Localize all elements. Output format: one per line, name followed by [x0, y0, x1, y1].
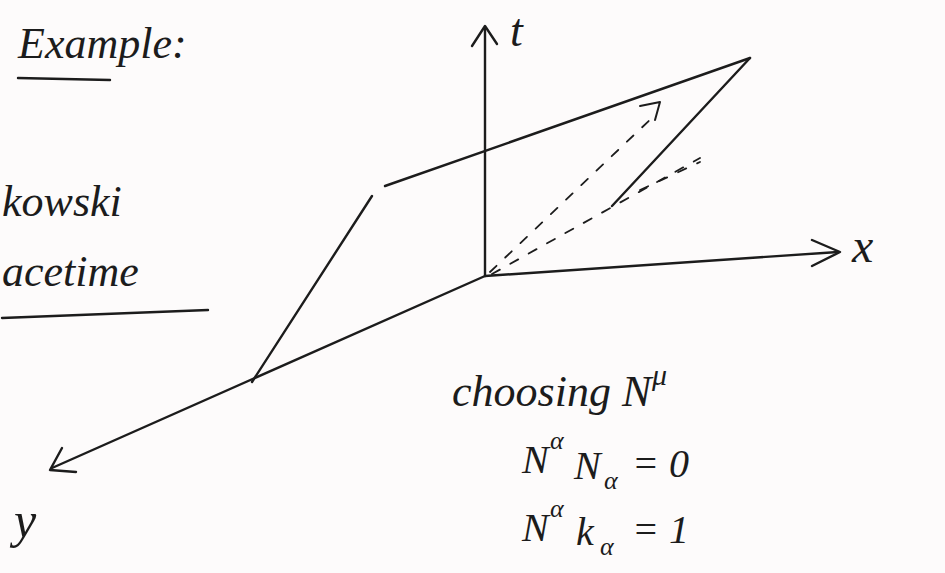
dashed-line: [492, 158, 700, 274]
plane-edge: [385, 58, 750, 186]
axis-label: t: [510, 8, 523, 54]
note-text: acetime: [2, 250, 139, 294]
superscript: α: [550, 496, 564, 522]
equation-part: = 1: [632, 510, 689, 550]
subscript: α: [604, 468, 618, 494]
axis-arrowhead: [472, 26, 497, 46]
axis-arrowhead: [812, 240, 840, 266]
x-axis: [485, 252, 838, 276]
underline: [2, 310, 208, 318]
subscript: α: [600, 534, 614, 560]
y-axis: [52, 276, 485, 468]
symbol: N: [522, 508, 549, 548]
axis-label: y: [14, 495, 36, 545]
underline: [18, 78, 110, 80]
plane-edge: [612, 58, 750, 206]
dashed-line: [640, 162, 700, 190]
note-text: choosing N: [452, 370, 651, 414]
superscript: α: [550, 428, 564, 454]
superscript: μ: [652, 360, 667, 390]
axis-arrowhead: [50, 448, 76, 472]
symbol: k: [576, 512, 594, 552]
equation-part: = 0: [632, 444, 689, 484]
null-vector-arrowhead: [640, 102, 660, 120]
symbol: N: [522, 440, 549, 480]
note-text: kowski: [2, 180, 122, 224]
symbol: N: [574, 446, 601, 486]
heading: Example:: [18, 22, 187, 66]
axis-label: x: [852, 222, 873, 270]
dashed-line: [490, 115, 655, 272]
plane-edge: [252, 196, 372, 382]
